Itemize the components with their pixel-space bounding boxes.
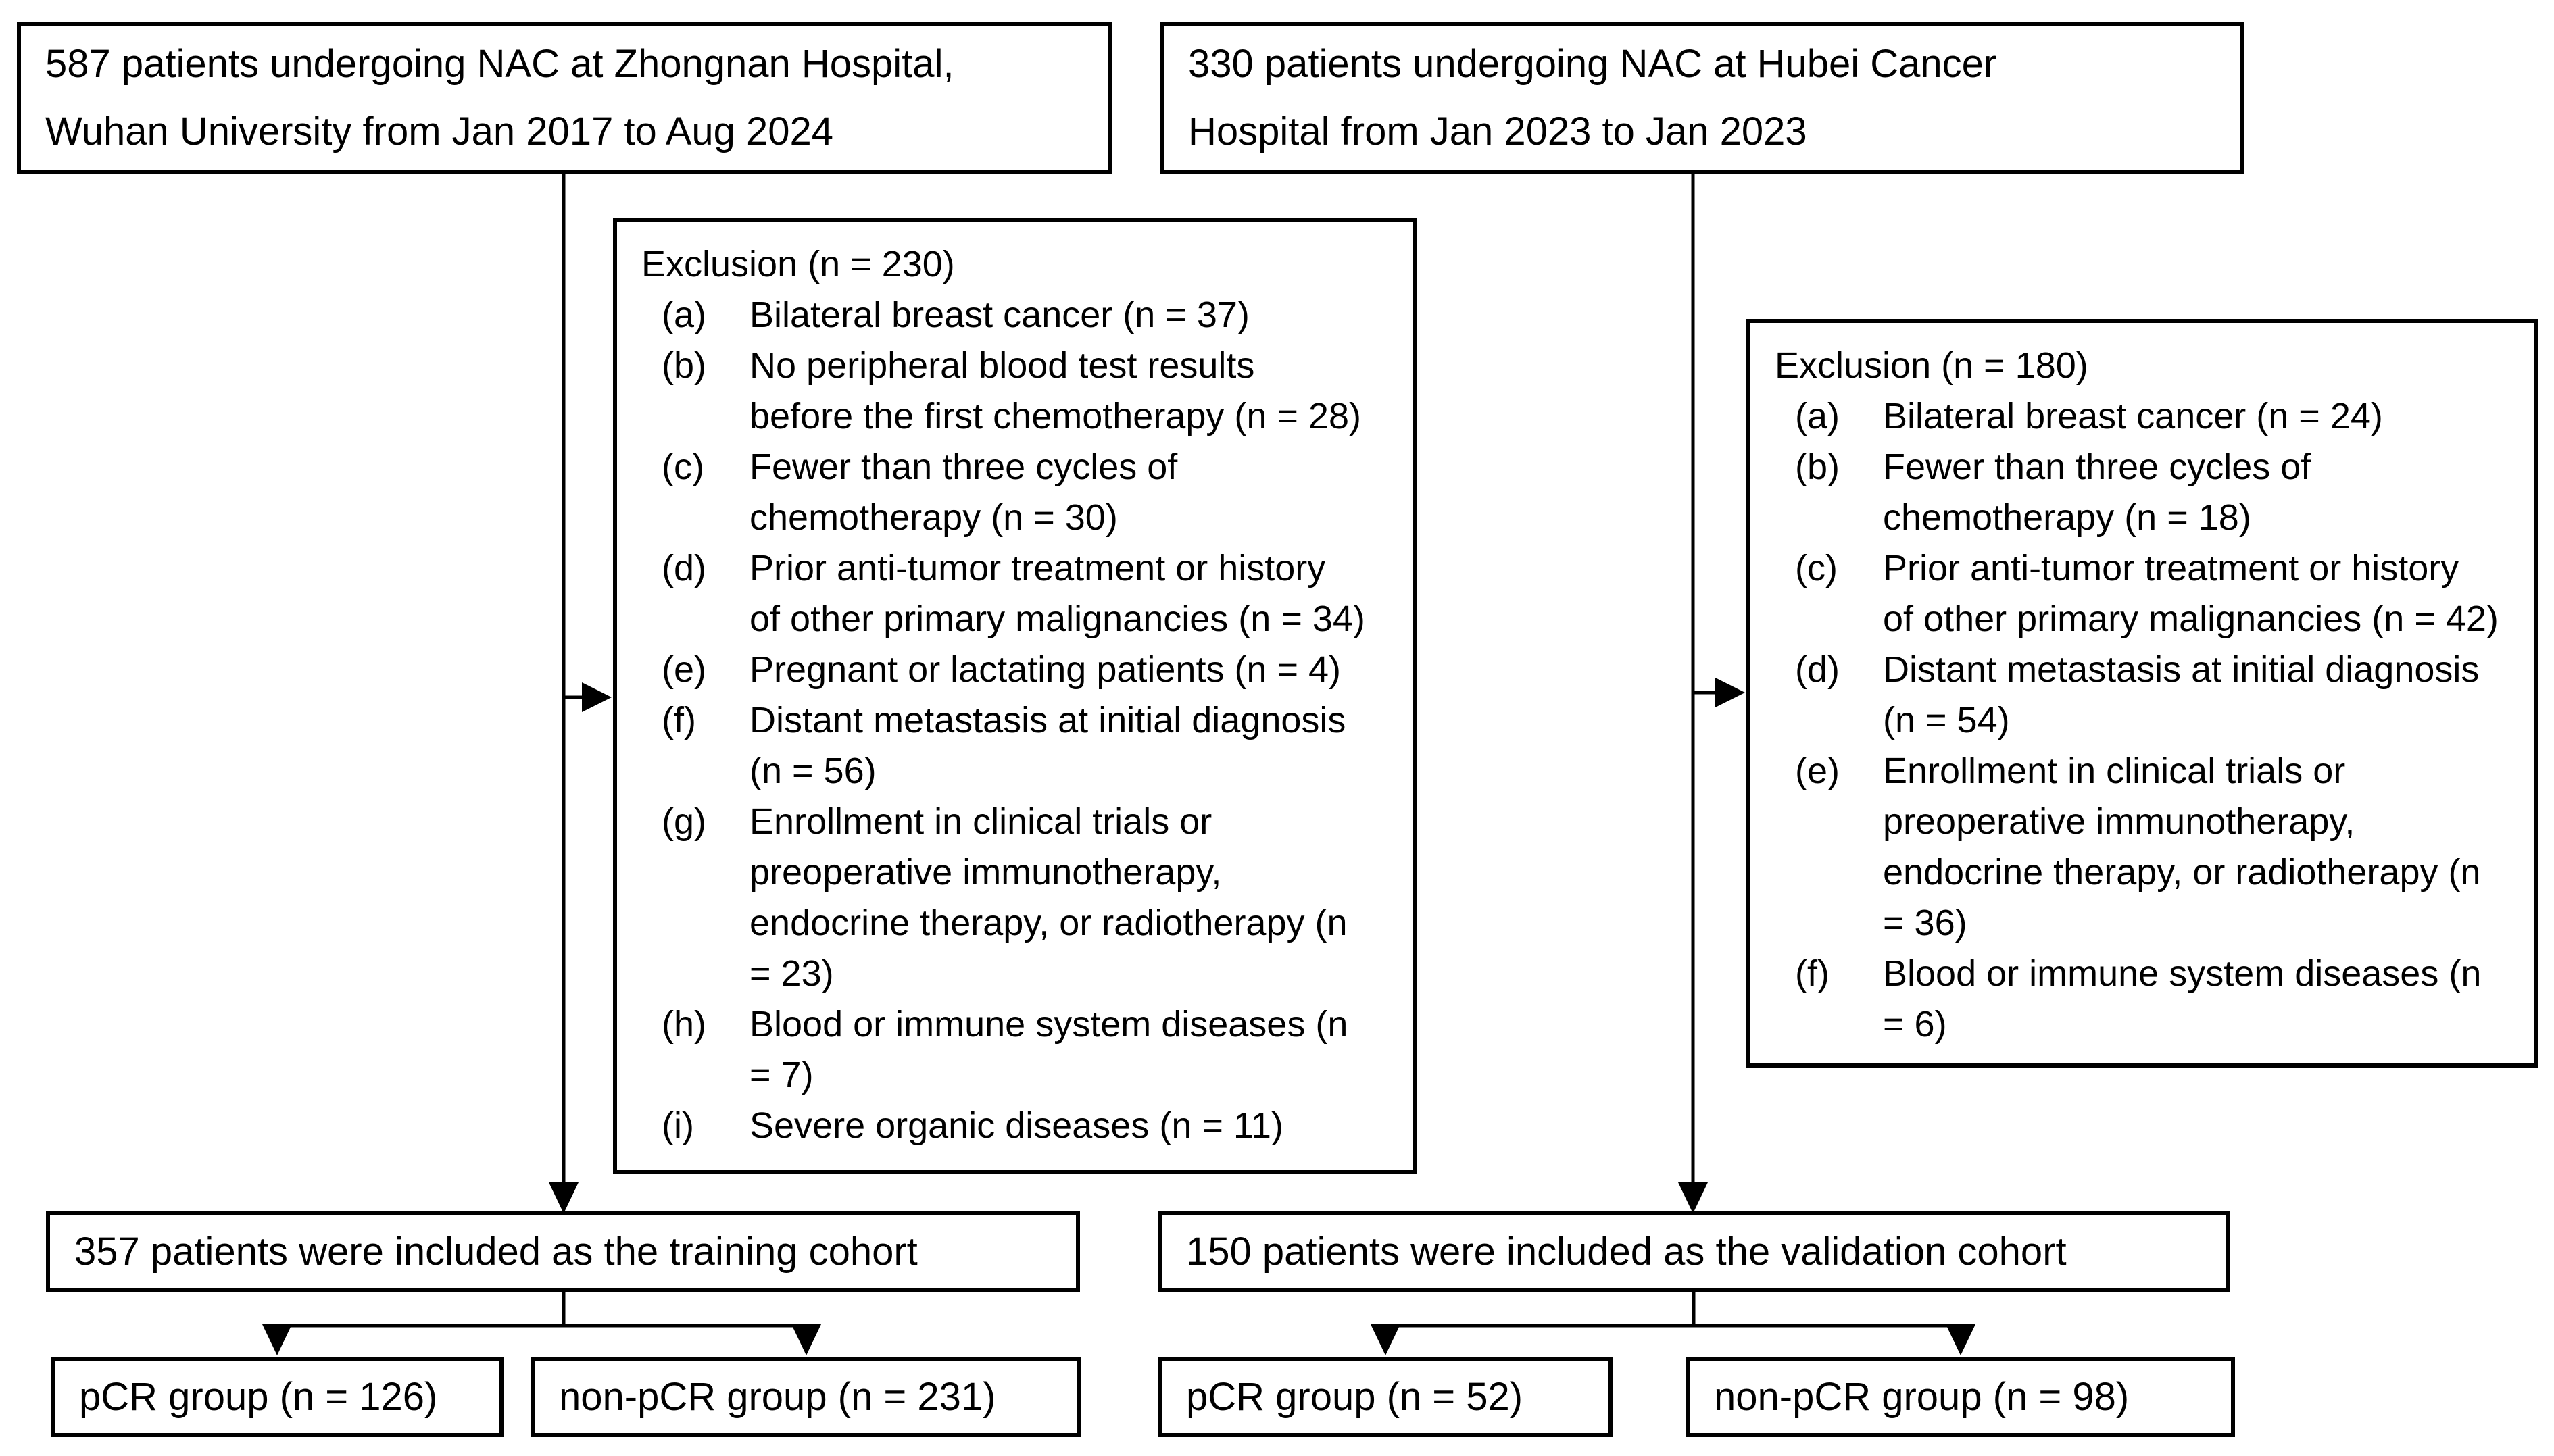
item-label: (d) (662, 548, 706, 588)
item-text: Severe organic diseases (n = 11) (750, 1105, 1283, 1146)
item-text: Distant metastasis at initial diagnosis … (750, 700, 1346, 791)
item-label: (g) (662, 801, 706, 842)
item-text: Enrollment in clinical trials or preoper… (750, 801, 1348, 994)
outcome-box-nonpcr-validation-text: non-pCR group (n = 98) (1714, 1374, 2130, 1419)
item-text: Fewer than three cycles of chemotherapy … (1883, 447, 2311, 538)
exclusion-item: (c) Prior anti-tumor treatment or histor… (1775, 543, 2522, 645)
arrowhead-down-icon (1678, 1182, 1708, 1213)
arrowhead-right-icon (1715, 678, 1745, 707)
item-text: Distant metastasis at initial diagnosis … (1883, 649, 2480, 740)
exclusion-box-training: Exclusion (n = 230) (a) Bilateral breast… (613, 218, 1417, 1174)
item-label: (a) (1795, 396, 1840, 436)
source-box-zhongnan: 587 patients undergoing NAC at Zhongnan … (17, 22, 1112, 174)
outcome-box-nonpcr-training-text: non-pCR group (n = 231) (559, 1374, 996, 1419)
item-text: Prior anti-tumor treatment or history of… (750, 548, 1365, 639)
item-text: Fewer than three cycles of chemotherapy … (750, 447, 1178, 538)
exclusion-item: (e) Enrollment in clinical trials or pre… (1775, 746, 2522, 949)
exclusion-item: (d) Distant metastasis at initial diagno… (1775, 645, 2522, 746)
item-text: Blood or immune system diseases (n = 7) (750, 1004, 1348, 1095)
item-text: Bilateral breast cancer (n = 24) (1883, 396, 2383, 436)
cohort-box-validation-text: 150 patients were included as the valida… (1186, 1229, 2067, 1274)
source-box-zhongnan-text: 587 patients undergoing NAC at Zhongnan … (45, 42, 954, 153)
exclusion-title: Exclusion (n = 230) (641, 244, 955, 284)
outcome-box-pcr-training-text: pCR group (n = 126) (79, 1374, 438, 1419)
outcome-box-nonpcr-training: non-pCR group (n = 231) (531, 1357, 1081, 1437)
outcome-box-nonpcr-validation: non-pCR group (n = 98) (1686, 1357, 2235, 1437)
item-text: Prior anti-tumor treatment or history of… (1883, 548, 2499, 639)
arrowhead-right-icon (582, 682, 612, 712)
exclusion-item: (i) Severe organic diseases (n = 11) (641, 1101, 1400, 1151)
exclusion-item: (b) No peripheral blood test results bef… (641, 341, 1400, 442)
exclusion-item: (h) Blood or immune system diseases (n =… (641, 999, 1400, 1101)
exclusion-title: Exclusion (n = 180) (1775, 345, 2088, 386)
item-text: Blood or immune system diseases (n = 6) (1883, 953, 2482, 1045)
exclusion-item: (a) Bilateral breast cancer (n = 24) (1775, 391, 2522, 442)
arrowhead-down-icon (1946, 1324, 1975, 1355)
exclusion-item: (d) Prior anti-tumor treatment or histor… (641, 543, 1400, 645)
cohort-box-training-text: 357 patients were included as the traini… (74, 1229, 918, 1274)
exclusion-item: (f) Blood or immune system diseases (n =… (1775, 949, 2522, 1050)
source-box-hubei: 330 patients undergoing NAC at Hubei Can… (1160, 22, 2244, 174)
item-label: (a) (662, 295, 706, 335)
arrowhead-down-icon (549, 1182, 579, 1213)
outcome-box-pcr-validation-text: pCR group (n = 52) (1186, 1374, 1523, 1419)
exclusion-item: (e) Pregnant or lactating patients (n = … (641, 645, 1400, 695)
item-label: (c) (662, 447, 704, 487)
exclusion-item: (b) Fewer than three cycles of chemother… (1775, 442, 2522, 543)
outcome-box-pcr-training: pCR group (n = 126) (51, 1357, 504, 1437)
outcome-box-pcr-validation: pCR group (n = 52) (1158, 1357, 1613, 1437)
item-label: (f) (662, 700, 696, 740)
exclusion-item: (a) Bilateral breast cancer (n = 37) (641, 290, 1400, 341)
item-label: (f) (1795, 953, 1829, 994)
arrowhead-down-icon (262, 1324, 292, 1355)
item-text: Pregnant or lactating patients (n = 4) (750, 649, 1342, 690)
cohort-box-validation: 150 patients were included as the valida… (1158, 1211, 2230, 1292)
item-text: Enrollment in clinical trials or preoper… (1883, 751, 2481, 943)
item-label: (d) (1795, 649, 1840, 690)
source-box-hubei-text: 330 patients undergoing NAC at Hubei Can… (1188, 42, 1997, 153)
exclusion-box-validation: Exclusion (n = 180) (a) Bilateral breast… (1746, 319, 2538, 1068)
item-label: (i) (662, 1105, 694, 1146)
item-label: (c) (1795, 548, 1838, 588)
exclusion-item: (f) Distant metastasis at initial diagno… (641, 695, 1400, 797)
item-text: Bilateral breast cancer (n = 37) (750, 295, 1250, 335)
item-text: No peripheral blood test results before … (750, 345, 1361, 436)
item-label: (h) (662, 1004, 706, 1045)
arrowhead-down-icon (1371, 1324, 1400, 1355)
item-label: (e) (662, 649, 706, 690)
exclusion-item: (g) Enrollment in clinical trials or pre… (641, 797, 1400, 999)
exclusion-item: (c) Fewer than three cycles of chemother… (641, 442, 1400, 543)
item-label: (e) (1795, 751, 1840, 791)
item-label: (b) (1795, 447, 1840, 487)
cohort-box-training: 357 patients were included as the traini… (46, 1211, 1080, 1292)
item-label: (b) (662, 345, 706, 386)
arrowhead-down-icon (791, 1324, 821, 1355)
